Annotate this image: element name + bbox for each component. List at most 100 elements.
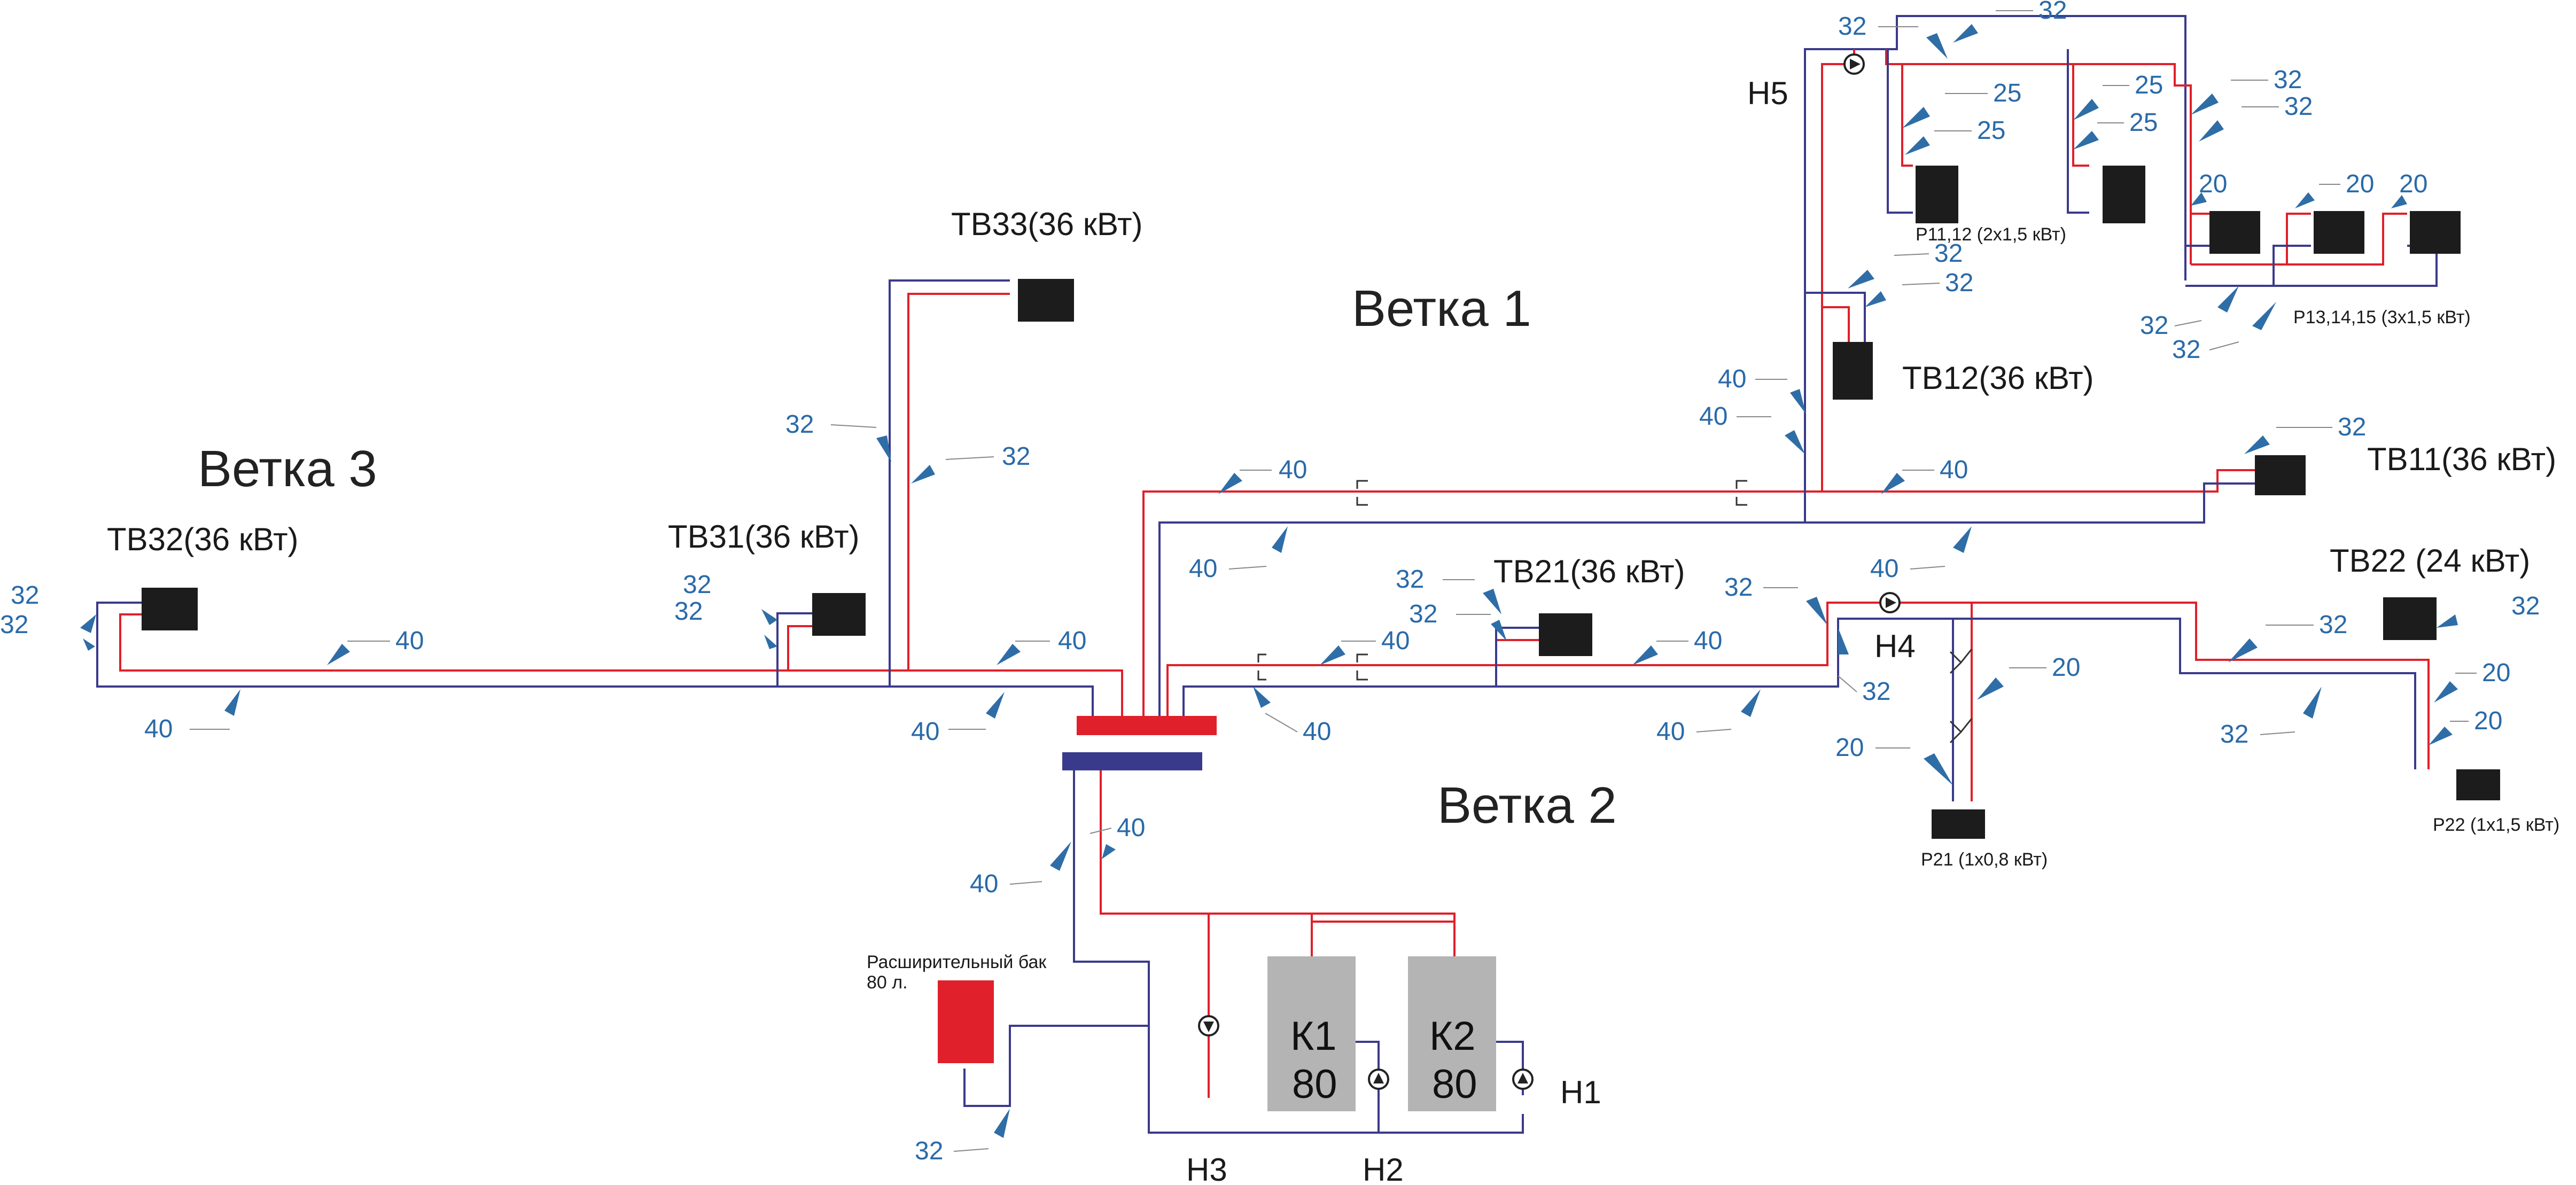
dia-label: 32	[785, 410, 814, 439]
dia-label: 32	[1002, 442, 1030, 471]
tv12-label: ТВ12(36 кВт)	[1902, 360, 2094, 396]
dia-label: 40	[1117, 814, 1145, 842]
expansion-joints	[1257, 480, 1973, 744]
pump-h5-label: Н5	[1747, 75, 1788, 111]
radiator-p15	[2410, 211, 2461, 254]
dia-label: 32	[1934, 239, 1963, 268]
branch2-pipes	[1166, 602, 2430, 801]
dia-label: 32	[2140, 311, 2168, 340]
dia-label: 20	[2199, 170, 2227, 198]
dia-label: 40	[911, 718, 939, 746]
dia-label: 40	[1656, 718, 1685, 746]
dia-label: 20	[2474, 707, 2502, 735]
dia-label: 25	[2129, 108, 2158, 137]
unit-tv21	[1539, 613, 1592, 656]
boiler-room-pipes	[963, 770, 1524, 1134]
dia-label: 40	[1940, 456, 1968, 484]
dia-label: 32	[915, 1137, 943, 1165]
unit-tv22	[2383, 597, 2437, 640]
dia-label: 32	[2511, 592, 2540, 620]
radiator-p11	[1916, 166, 1958, 223]
dia-label: 20	[2052, 653, 2080, 682]
dia-label: 40	[1699, 402, 1727, 431]
dia-label: 40	[1718, 365, 1746, 393]
p21-label: Р21 (1х0,8 кВт)	[1921, 849, 2048, 870]
dia-label: 20	[2399, 170, 2427, 198]
dia-label: 20	[1835, 734, 1864, 762]
radiator-p14	[2314, 211, 2364, 254]
pump-icons	[1198, 53, 1901, 1090]
boiler-k2-power: 80	[1432, 1062, 1477, 1107]
dia-label: 40	[970, 870, 998, 898]
boiler-k2-label: К2	[1429, 1014, 1476, 1059]
dia-label: 20	[2346, 170, 2374, 198]
unit-tv32	[142, 588, 198, 630]
dia-label: 40	[144, 715, 173, 743]
p22-label: Р22 (1х1,5 кВт)	[2433, 815, 2559, 835]
tv21-label: ТВ21(36 кВт)	[1493, 553, 1685, 589]
tank-label-1: Расширительный бак	[867, 952, 1047, 972]
dia-label: 32	[2220, 720, 2248, 749]
dia-label: 32	[1396, 565, 1424, 594]
dia-label: 32	[1409, 600, 1437, 628]
boiler-k1-power: 80	[1292, 1062, 1337, 1107]
dia-label: 25	[1977, 116, 2005, 145]
dia-label: 32	[11, 581, 39, 610]
pump-h1-label: Н1	[1560, 1074, 1601, 1110]
p13-label: Р13,14,15 (3х1,5 кВт)	[2293, 307, 2471, 328]
dia-label: 32	[674, 597, 703, 626]
dia-label: 32	[2274, 66, 2302, 94]
radiator-p21	[1932, 809, 1985, 839]
branch-2-label: Ветка 2	[1437, 777, 1617, 834]
dia-label: 32	[0, 611, 28, 639]
tv32-label: ТВ32(36 кВт)	[107, 521, 299, 557]
radiator-p22	[2456, 769, 2500, 800]
supply-collector	[1077, 716, 1217, 735]
pump-h4-label: Н4	[1874, 628, 1916, 664]
branch1-pipes	[1142, 15, 2438, 716]
unit-tv31	[812, 593, 866, 636]
dia-label: 40	[1279, 456, 1307, 484]
boiler-k2	[1408, 956, 1496, 1111]
dia-label: 25	[2135, 71, 2163, 99]
dia-label: 25	[1993, 79, 2021, 107]
dia-label: 40	[1694, 627, 1722, 655]
dia-label: 32	[1724, 573, 1753, 602]
tv31-label: ТВ31(36 кВт)	[668, 519, 860, 555]
dia-label: 20	[2482, 659, 2510, 687]
diameter-labels: 40 40 32 32 32 32 32 32 40 40 40 40 40 4…	[0, 0, 2540, 1165]
unit-tv12	[1833, 342, 1873, 400]
return-collector	[1062, 752, 1202, 770]
boiler-k1	[1267, 956, 1356, 1111]
dia-label: 40	[395, 627, 424, 655]
boiler-k1-label: К1	[1290, 1014, 1337, 1059]
tank-label-2: 80 л.	[867, 972, 908, 993]
dia-label: 40	[1870, 555, 1898, 583]
dia-label: 32	[2319, 611, 2347, 639]
dia-label: 40	[1058, 627, 1086, 655]
dia-label: 32	[1838, 12, 1866, 41]
unit-tv33	[1018, 279, 1074, 322]
dia-label: 32	[2172, 336, 2200, 364]
dia-label: 32	[683, 571, 711, 599]
dia-label: 32	[2338, 413, 2366, 441]
branch-1-label: Ветка 1	[1352, 280, 1531, 337]
tv11-label: ТВ11(36 кВт)	[2367, 441, 2556, 477]
dia-label: 40	[1189, 555, 1217, 583]
radiator-p13	[2209, 211, 2260, 254]
dia-label: 32	[1945, 269, 1973, 297]
unit-tv11	[2255, 455, 2306, 495]
dia-label: 32	[2284, 92, 2313, 121]
dia-label: 40	[1303, 718, 1331, 746]
pump-h3-label: Н3	[1186, 1152, 1227, 1185]
p11-label: Р11,12 (2х1,5 кВт)	[1916, 224, 2066, 245]
tv33-label: ТВ33(36 кВт)	[951, 206, 1143, 242]
branch-3-label: Ветка 3	[198, 440, 377, 497]
dia-label: 32	[1862, 677, 1890, 706]
branch3-pipes	[96, 279, 1123, 716]
tv22-label: ТВ22 (24 кВт)	[2330, 543, 2530, 579]
pump-h2-label: Н2	[1363, 1152, 1404, 1185]
dia-label: 32	[2038, 0, 2067, 25]
expansion-tank	[938, 980, 994, 1063]
